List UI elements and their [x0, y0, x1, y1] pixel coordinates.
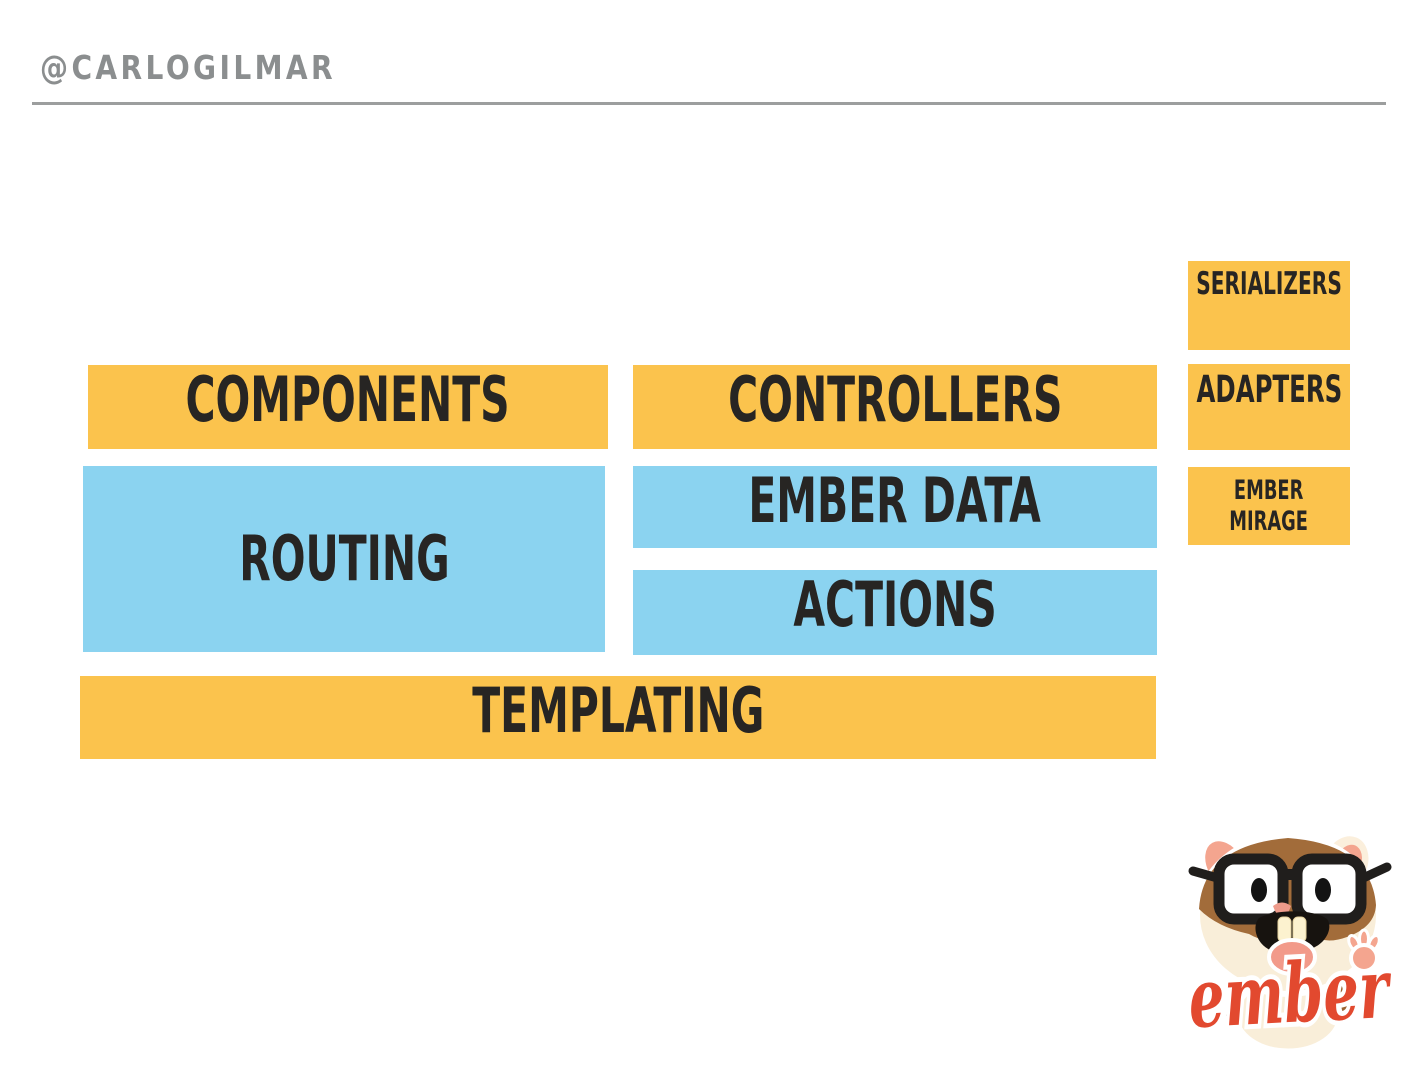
- ember-mirage-line1: EMBER: [1234, 474, 1304, 506]
- block-templating-label: TEMPLATING: [471, 674, 765, 747]
- block-adapters-label: ADAPTERS: [1196, 368, 1342, 411]
- block-controllers-label: CONTROLLERS: [727, 363, 1063, 436]
- mascot-glasses: [1188, 853, 1392, 925]
- block-components-label: COMPONENTS: [185, 363, 511, 436]
- block-actions: ACTIONS: [633, 570, 1157, 655]
- ember-logo: ember: [1181, 831, 1400, 1054]
- ember-mirage-line2: MIRAGE: [1229, 506, 1309, 537]
- mascot-hand: [1347, 928, 1381, 973]
- block-components: COMPONENTS: [88, 365, 608, 449]
- author-handle: @CARLOGILMAR: [40, 48, 337, 87]
- mascot-tongue: [1267, 938, 1317, 976]
- header-divider: [32, 102, 1386, 105]
- block-controllers: CONTROLLERS: [633, 365, 1157, 449]
- block-ember-mirage-label: EMBER MIRAGE: [1230, 475, 1309, 537]
- block-ember-data-label: EMBER DATA: [748, 464, 1042, 537]
- block-templating: TEMPLATING: [80, 676, 1156, 759]
- block-ember-data: EMBER DATA: [633, 466, 1157, 548]
- block-actions-label: ACTIONS: [793, 568, 997, 641]
- block-routing: ROUTING: [83, 466, 605, 652]
- mascot-left-eye: [1251, 878, 1267, 902]
- block-adapters: ADAPTERS: [1188, 364, 1350, 450]
- block-routing-label: ROUTING: [238, 522, 450, 595]
- block-ember-mirage: EMBER MIRAGE: [1188, 467, 1350, 545]
- mascot-mouth: [1255, 902, 1330, 976]
- ember-wordmark: ember: [1186, 941, 1395, 1048]
- block-serializers: SERIALIZERS: [1188, 261, 1350, 350]
- mascot-right-eye: [1315, 878, 1331, 902]
- block-serializers-label: SERIALIZERS: [1196, 266, 1342, 302]
- mascot-body: [1219, 970, 1359, 1054]
